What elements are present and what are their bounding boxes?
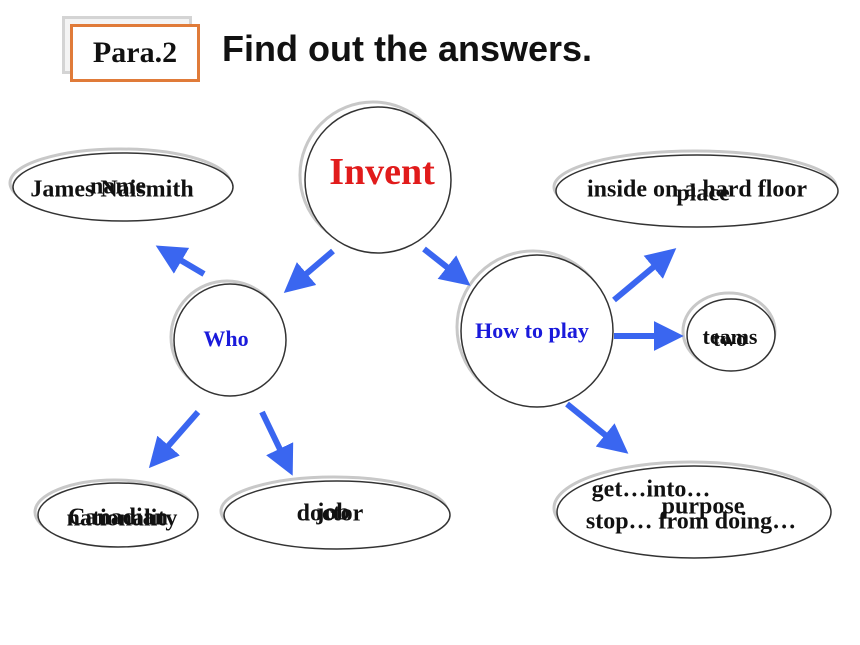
job-answer: doctor	[296, 500, 364, 527]
purpose-answer-line1: get…into…	[591, 476, 711, 503]
nationality-question: nationality	[66, 505, 178, 532]
purpose-node	[556, 465, 832, 559]
slide-title: Find out the answers.	[222, 28, 593, 69]
invent-node	[304, 106, 452, 254]
arrow-who-nationality	[148, 410, 201, 469]
teams-node	[686, 298, 776, 372]
purpose-answer-line2: stop… from doing…	[585, 508, 797, 535]
nationality-node	[37, 482, 199, 548]
purpose-question: purpose	[661, 493, 745, 520]
name-answer: James Naismith	[30, 176, 194, 203]
nationality-answer: Canadian	[67, 504, 169, 531]
place-answer: inside on a hard floor	[586, 176, 808, 203]
para-label: Para.2	[70, 24, 200, 82]
arrow-invent-how	[422, 246, 471, 286]
job-question: job	[316, 499, 350, 526]
arrow-invent-who	[283, 248, 335, 294]
para-label-box: Para.2	[62, 16, 200, 82]
invent-label: Invent	[329, 151, 435, 193]
job-node	[223, 480, 451, 550]
name-question: name	[90, 173, 146, 200]
arrow-how-place	[612, 248, 677, 303]
name-node	[12, 152, 234, 222]
arrow-how-purpose	[565, 401, 629, 454]
place-question: place	[676, 180, 730, 207]
how-to-play-label: How to play	[475, 318, 589, 343]
arrow-who-job	[259, 410, 294, 476]
how-to-play-node	[460, 254, 614, 408]
who-node	[173, 283, 287, 397]
arrow-who-name	[155, 245, 206, 277]
place-node	[555, 154, 839, 228]
teams-question: teams	[702, 324, 758, 349]
teams-answer: two	[712, 326, 748, 351]
who-label: Who	[203, 326, 249, 351]
